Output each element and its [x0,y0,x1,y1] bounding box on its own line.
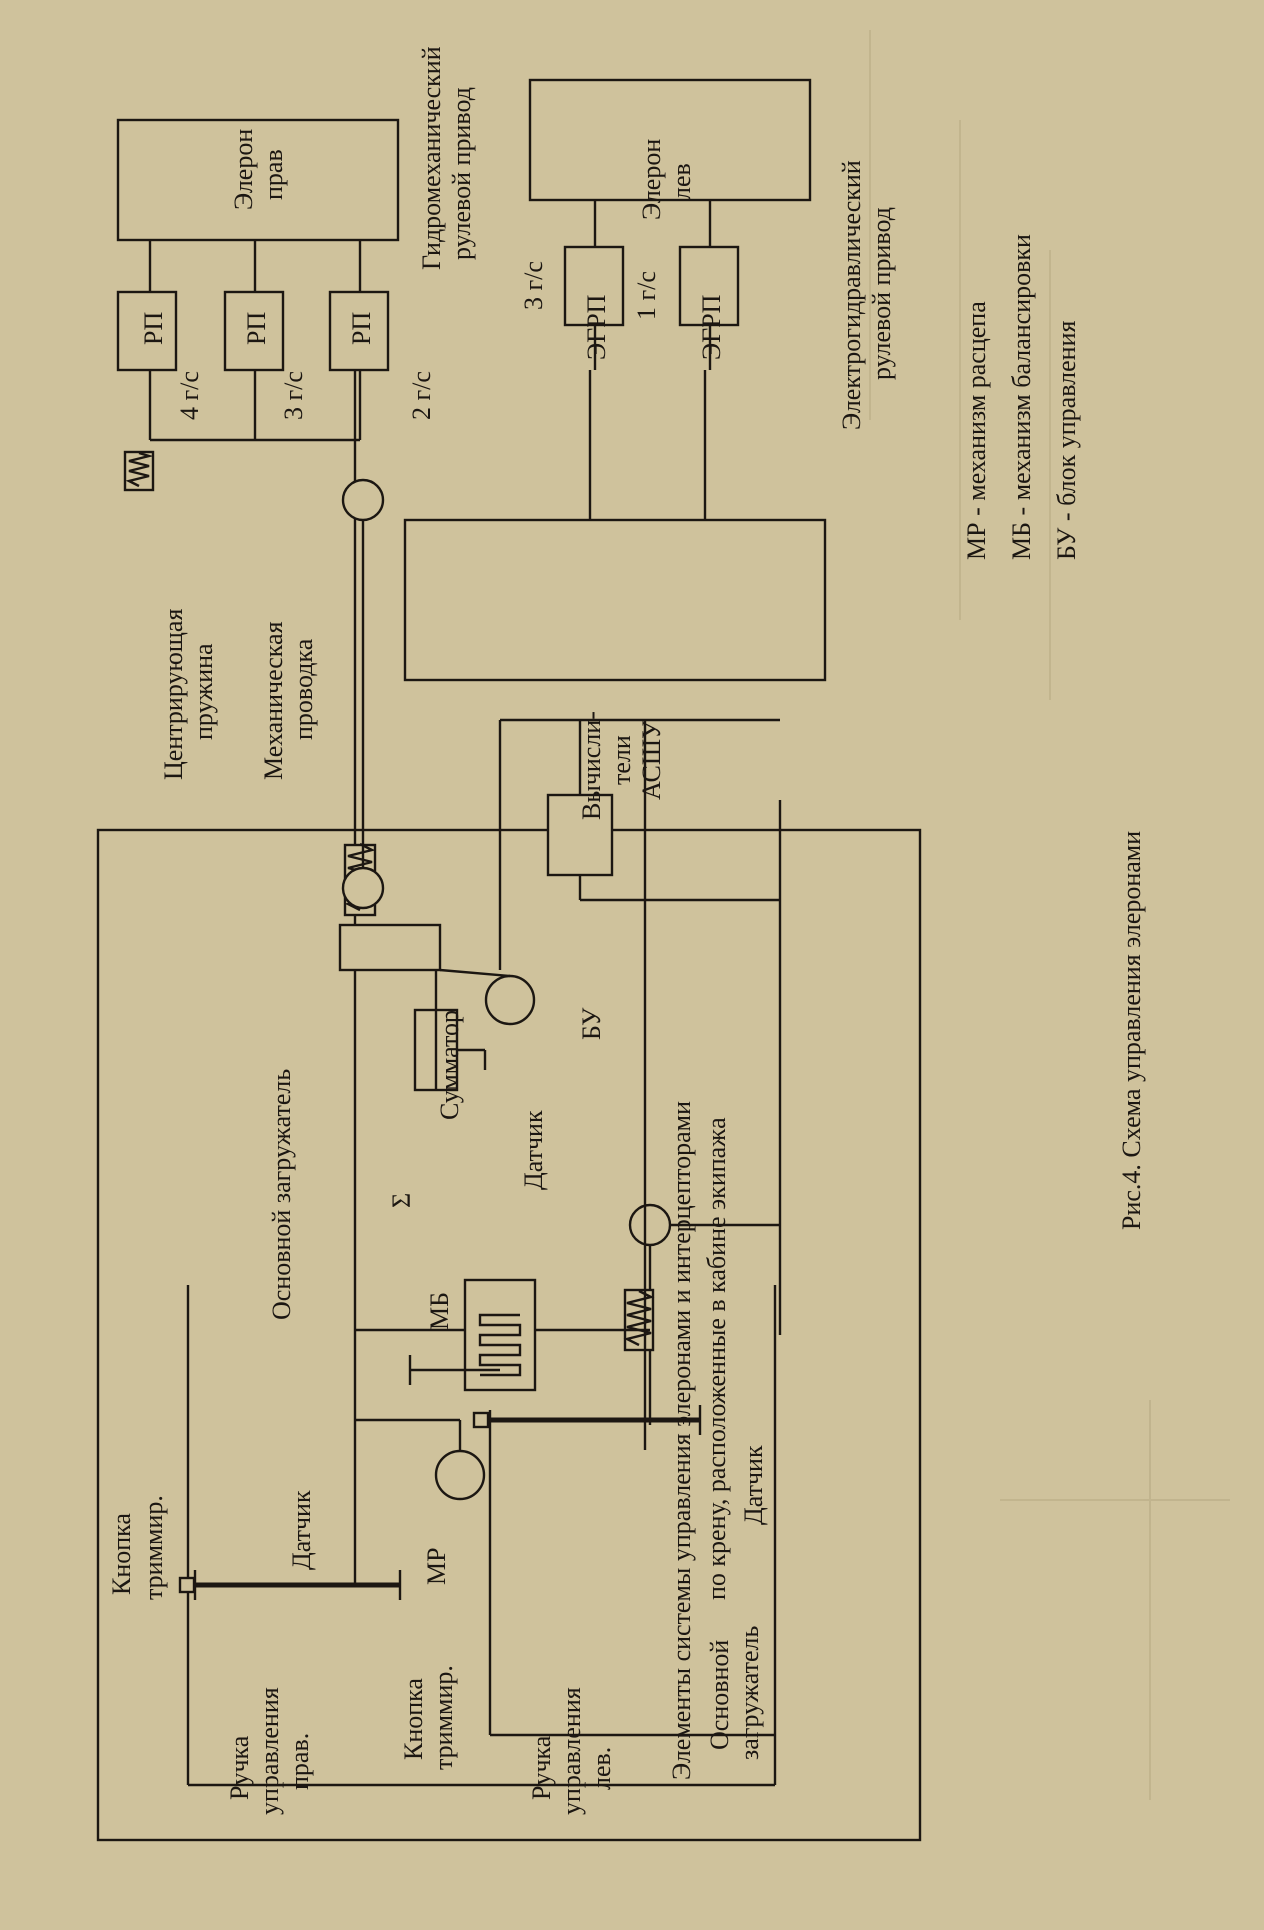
computers-label-2: тели [607,735,636,785]
stick-left-label-3: лев. [587,1747,616,1790]
mb-label: МБ [425,1292,454,1330]
trim-button-mid-label-1: Кнопка [399,1678,428,1760]
rp-3-label: РП [347,312,376,345]
aileron-right-label-2: прав [259,149,288,200]
rp-1-label: РП [139,312,168,345]
egrp-1-label: ЭГРП [582,294,611,360]
mechanical-wiring-label-2: проводка [289,638,318,740]
trim-button-top [178,1576,196,1594]
centering-spring-label-1: Центрирующая [159,609,188,780]
pulley-1 [341,866,385,910]
summator-symbol: Σ [387,1193,416,1208]
rp-2-label: РП [242,312,271,345]
hydro-2-label: 2 г/с [407,371,436,420]
aileron-left-block [528,78,812,202]
legend-mr: МР - механизм расцепа [962,301,991,560]
aileron-left-label-1: Элерон [637,139,666,220]
pulley-2 [341,478,385,522]
cabin-boundary [96,828,922,1842]
trim-button-top-label-1: Кнопка [107,1513,136,1595]
sensor-label-bottom: Датчик [739,1445,768,1525]
centering-spring-label-2: пружина [189,643,218,740]
rotated-diagram [96,78,922,1842]
main-loader-bottom-label-2: загружатель [735,1626,764,1760]
stick-left-label-2: управления [557,1687,586,1815]
legend-mb: МБ - механизм балансировки [1007,234,1036,560]
computers-label-1: Вычисли- [577,711,606,820]
sensor-2 [484,974,536,1026]
bu-label: БУ [577,1007,606,1040]
rp-1 [116,290,178,372]
sensor-label-top: Датчик [519,1110,548,1190]
summator-label: Сумматор [435,1010,464,1120]
stick-right-label-3: прав. [285,1733,314,1790]
main-loader-bottom-label-1: Основной [705,1640,734,1750]
hydromech-drive-label-1: Гидромеханический [417,46,446,270]
summator-block [338,923,442,972]
sensor-1 [434,1449,486,1501]
hydro-3-label: 3 г/с [279,371,308,420]
trim-button-top-label-2: триммир. [139,1495,168,1600]
hydro-e3-label: 3 г/с [519,261,548,310]
stick-right-label-1: Ручка [225,1735,254,1800]
caption: Рис.4. Схема управления элеронами [1117,831,1146,1230]
main-loader-top-label: Основной загружатель [267,1069,296,1320]
trim-button-mid [472,1411,490,1429]
electrohydraulic-drive-label-1: Электрогидравлический [837,160,866,430]
legend-bu: БУ - блок управления [1052,321,1081,561]
computers-block [403,518,827,682]
electrohydraulic-drive-label-2: рулевой привод [867,207,896,380]
mechanical-wiring-label-1: Механическая [259,621,288,780]
cabin-label-line1: Элементы системы управления элеронами и … [667,1101,696,1780]
aileron-right-label-1: Элерон [229,129,258,210]
stick-right-label-2: управления [255,1687,284,1815]
trim-button-mid-label-2: триммир. [429,1665,458,1770]
hydromech-drive-label-2: рулевой привод [447,87,476,260]
stick-left-label-1: Ручка [527,1735,556,1800]
cabin-label-line2: по крену, расположенные в кабине экипажа [702,1117,731,1600]
computers-label-3: АСШУ [637,720,666,800]
sensor-label-mid: Датчик [287,1490,316,1570]
show-through-lines [869,30,1230,1800]
hydro-e1-label: 1 г/с [632,271,661,320]
hydro-4-label: 4 г/с [175,371,204,420]
mr-label: МР [422,1547,451,1585]
aileron-right-block [116,118,400,242]
aileron-left-label-2: лев [667,163,696,200]
egrp-2-label: ЭГРП [697,294,726,360]
